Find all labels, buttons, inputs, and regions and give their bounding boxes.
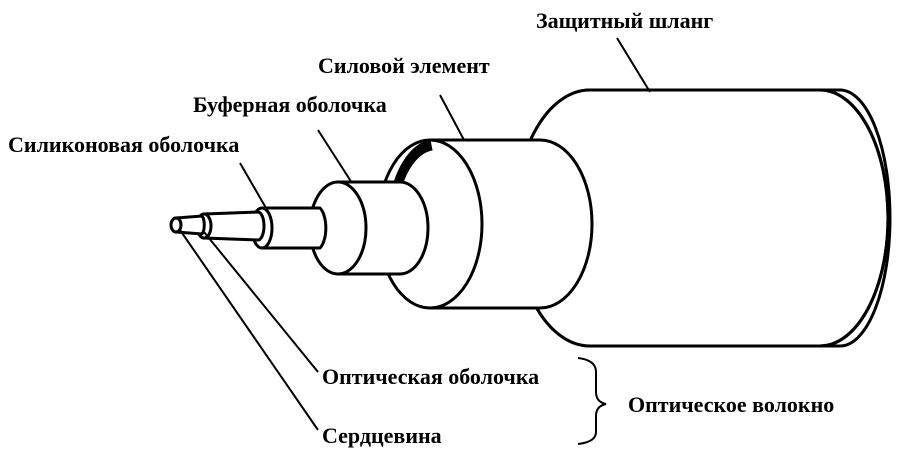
leader-strength-member <box>439 94 465 141</box>
leader-core <box>179 229 319 431</box>
label-core: Сердцевина <box>322 423 442 448</box>
optical-fiber-brace <box>577 357 607 445</box>
buffer-coating <box>308 180 430 276</box>
leader-optical-cladding <box>203 231 319 373</box>
label-silicone-coating: Силиконовая оболочка <box>8 132 239 157</box>
leader-silicone-coating <box>239 162 267 209</box>
label-optical-fiber: Оптическое волокно <box>628 392 834 417</box>
core <box>169 214 206 236</box>
label-strength-member: Силовой элемент <box>318 53 490 78</box>
label-buffer-coating: Буферная оболочка <box>193 92 387 117</box>
label-optical-cladding: Оптическая оболочка <box>322 364 539 389</box>
label-protective-hose: Защитный шланг <box>536 8 713 33</box>
leader-buffer-coating <box>317 129 353 184</box>
leader-protective-hose <box>616 37 651 93</box>
